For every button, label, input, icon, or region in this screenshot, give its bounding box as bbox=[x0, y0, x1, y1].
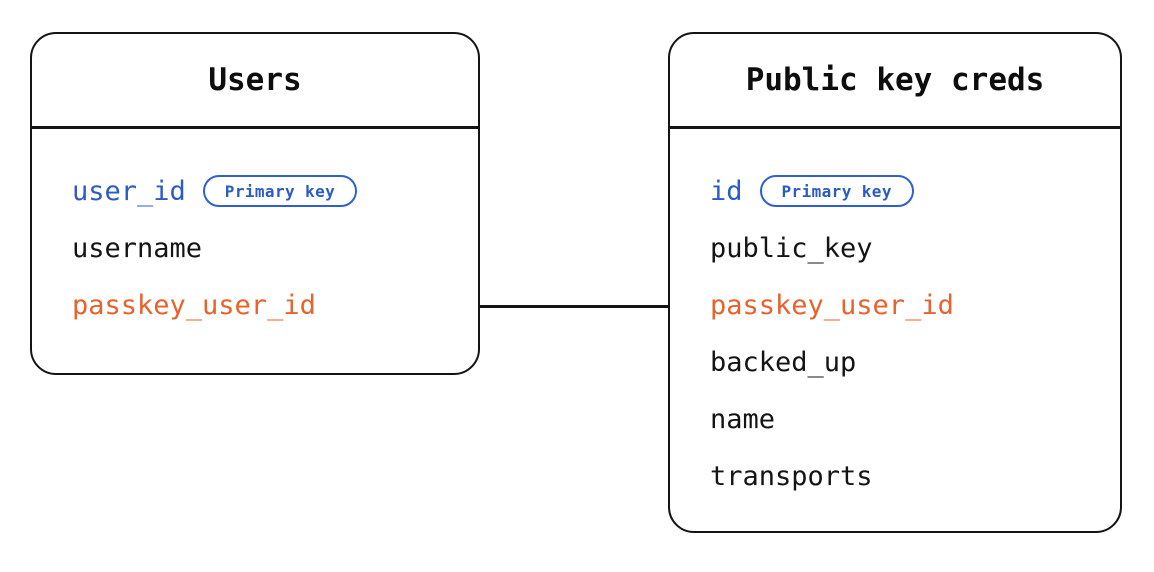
entity-title-divider bbox=[32, 126, 478, 129]
field-row-passkey-user-id[interactable]: passkey_user_id bbox=[72, 277, 478, 334]
field-name-passkey-user-id: passkey_user_id bbox=[710, 289, 954, 321]
field-row-name[interactable]: name bbox=[710, 391, 1120, 448]
entity-title-public-key-creds: Public key creds bbox=[745, 62, 1045, 98]
field-name-transports: transports bbox=[710, 460, 873, 492]
entity-field-list-public-key-creds: id Primary key public_key passkey_user_i… bbox=[670, 129, 1120, 532]
entity-card-users[interactable]: Users user_id Primary key username passk… bbox=[30, 32, 480, 375]
entity-title-users: Users bbox=[208, 62, 302, 98]
field-row-transports[interactable]: transports bbox=[710, 448, 1120, 505]
field-name-backed-up: backed_up bbox=[710, 346, 857, 378]
entity-card-public-key-creds[interactable]: Public key creds id Primary key public_k… bbox=[668, 32, 1122, 533]
entity-title-divider bbox=[670, 126, 1120, 129]
entity-field-list-users: user_id Primary key username passkey_use… bbox=[32, 129, 478, 374]
field-name-id: id bbox=[710, 175, 743, 207]
field-row-passkey-user-id[interactable]: passkey_user_id bbox=[710, 277, 1120, 334]
field-row-public-key[interactable]: public_key bbox=[710, 220, 1120, 277]
primary-key-badge: Primary key bbox=[759, 175, 914, 207]
field-name-name: name bbox=[710, 403, 776, 435]
field-name-user-id: user_id bbox=[72, 175, 186, 207]
primary-key-badge: Primary key bbox=[202, 175, 358, 207]
field-row-username[interactable]: username bbox=[72, 220, 478, 277]
field-name-passkey-user-id: passkey_user_id bbox=[72, 289, 316, 321]
field-row-id[interactable]: id Primary key bbox=[710, 163, 1120, 220]
field-row-user-id[interactable]: user_id Primary key bbox=[72, 163, 478, 220]
field-row-backed-up[interactable]: backed_up bbox=[710, 334, 1120, 391]
field-name-username: username bbox=[72, 232, 203, 264]
field-name-public-key: public_key bbox=[710, 232, 873, 264]
relationship-connector-users-to-public-key-creds bbox=[480, 305, 670, 308]
